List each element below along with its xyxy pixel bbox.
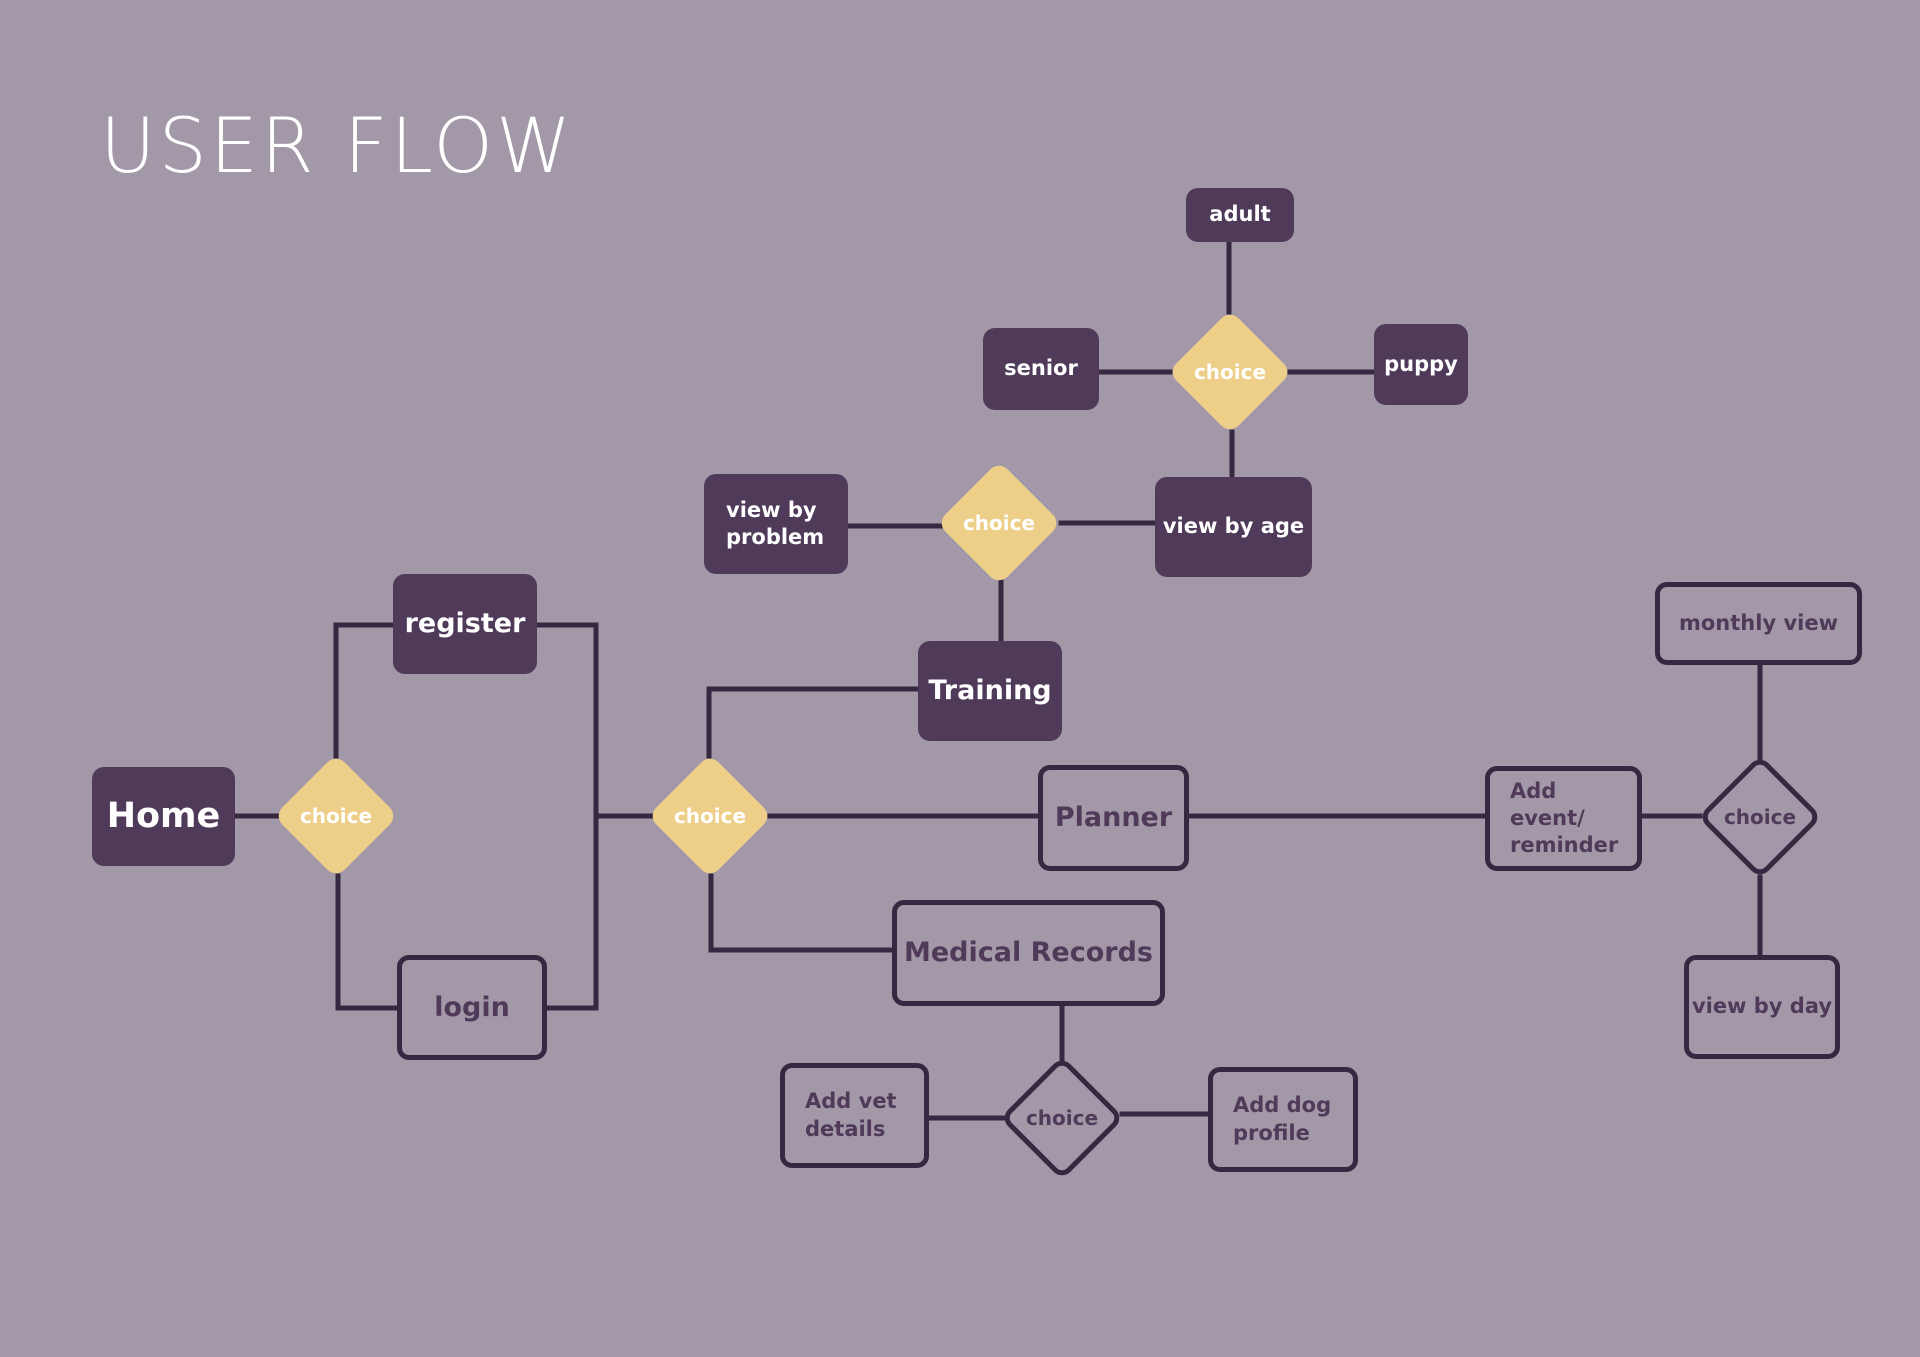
add-vet-details-node[interactable]: Add vet details bbox=[780, 1063, 929, 1168]
medical-records-node[interactable]: Medical Records bbox=[892, 900, 1165, 1006]
choice-label: choice bbox=[673, 804, 747, 828]
view-by-age-label: view by age bbox=[1162, 514, 1305, 539]
puppy-node[interactable]: puppy bbox=[1374, 324, 1468, 405]
login-node[interactable]: login bbox=[397, 955, 547, 1060]
page-title: USER FLOW bbox=[100, 101, 575, 190]
planner-label: Planner bbox=[1054, 802, 1173, 834]
choice-label: choice bbox=[1025, 1106, 1099, 1130]
connector-choice-login bbox=[335, 873, 402, 1011]
login-label: login bbox=[434, 991, 510, 1023]
connector-register-merge bbox=[534, 622, 599, 1011]
add-dog-profile-node[interactable]: Add dog profile bbox=[1208, 1067, 1358, 1172]
choice-label: choice bbox=[962, 511, 1036, 535]
choice-diamond-training[interactable]: choice bbox=[936, 460, 1062, 586]
add-vet-details-label: Add vet details bbox=[805, 1089, 897, 1141]
medical-records-label: Medical Records bbox=[903, 937, 1153, 969]
choice-diamond-planner[interactable]: choice bbox=[1697, 754, 1823, 880]
senior-node[interactable]: senior bbox=[983, 328, 1099, 410]
connector-choice-medical bbox=[708, 873, 897, 953]
register-label: register bbox=[404, 608, 526, 640]
home-node[interactable]: Home bbox=[92, 767, 235, 866]
choice-label: choice bbox=[299, 804, 373, 828]
view-by-problem-label: view by problem bbox=[726, 497, 825, 549]
add-dog-profile-label: Add dog profile bbox=[1233, 1093, 1332, 1145]
monthly-view-node[interactable]: monthly view bbox=[1655, 582, 1862, 665]
view-by-problem-node[interactable]: view by problem bbox=[704, 474, 848, 574]
choice-diamond-main[interactable]: choice bbox=[647, 753, 773, 879]
choice-diamond-auth[interactable]: choice bbox=[273, 753, 399, 879]
choice-label: choice bbox=[1723, 805, 1797, 829]
adult-label: adult bbox=[1209, 202, 1271, 227]
adult-node[interactable]: adult bbox=[1186, 188, 1294, 242]
connector-choice-training bbox=[706, 686, 921, 759]
home-label: Home bbox=[106, 795, 221, 836]
choice-diamond-age[interactable]: choice bbox=[1167, 309, 1293, 435]
view-by-age-node[interactable]: view by age bbox=[1155, 477, 1312, 577]
training-node[interactable]: Training bbox=[918, 641, 1062, 741]
add-event-reminder-node[interactable]: Add event/ reminder bbox=[1485, 766, 1642, 871]
puppy-label: puppy bbox=[1384, 351, 1458, 376]
planner-node[interactable]: Planner bbox=[1038, 765, 1189, 871]
choice-diamond-medical[interactable]: choice bbox=[999, 1055, 1125, 1181]
connector-choice-register bbox=[333, 622, 397, 759]
register-node[interactable]: register bbox=[393, 574, 537, 674]
view-by-day-node[interactable]: view by day bbox=[1684, 955, 1840, 1059]
senior-label: senior bbox=[1004, 356, 1078, 381]
add-event-reminder-label: Add event/ reminder bbox=[1510, 778, 1619, 858]
choice-label: choice bbox=[1193, 360, 1267, 384]
training-label: Training bbox=[928, 675, 1052, 707]
monthly-view-label: monthly view bbox=[1679, 610, 1838, 635]
view-by-day-label: view by day bbox=[1691, 994, 1833, 1019]
